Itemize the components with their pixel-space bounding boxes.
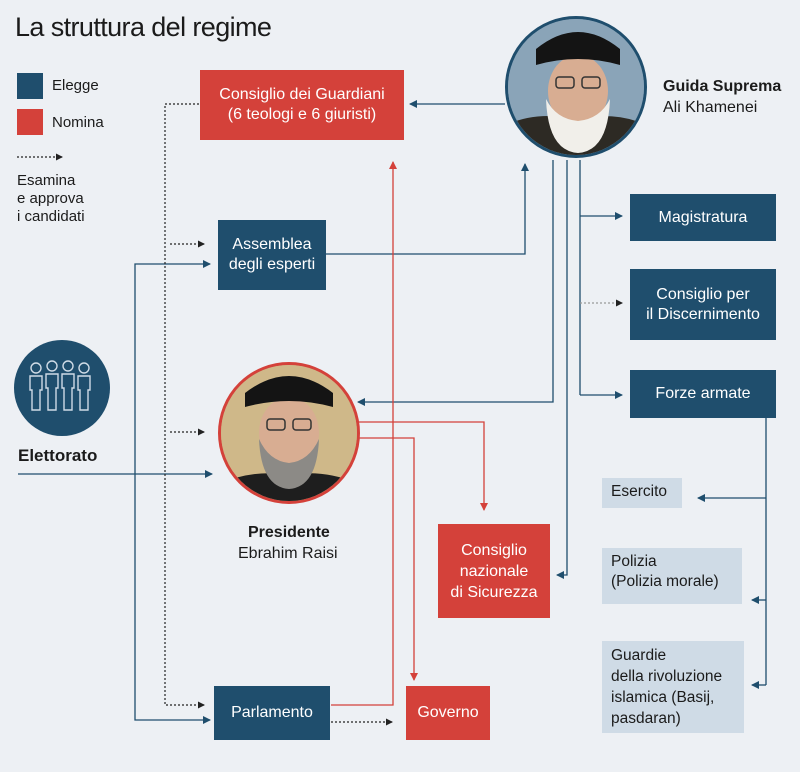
presidente-portrait <box>218 362 360 504</box>
legend-elegge-swatch <box>17 73 43 99</box>
presidente-name: Ebrahim Raisi <box>238 545 338 562</box>
guardie-line: Guardie <box>611 647 667 664</box>
parlamento-box: Parlamento <box>214 686 330 740</box>
governo-box: Governo <box>406 686 490 740</box>
presidente-role: Presidente <box>248 524 330 541</box>
polizia-box: Polizia (Polizia morale) <box>602 548 742 604</box>
discernimento-line: il Discernimento <box>646 305 760 323</box>
guida-portrait-image <box>508 19 644 155</box>
guida-portrait <box>505 16 647 158</box>
discernimento-box: Consiglio per il Discernimento <box>630 269 776 340</box>
consiglio-guardiani-line: (6 teologi e 6 giuristi) <box>227 106 377 123</box>
guardie-line: islamica (Basij, <box>611 689 715 706</box>
guardie-line: pasdaran) <box>611 710 681 727</box>
magistratura-box: Magistratura <box>630 194 776 241</box>
polizia-line: Polizia <box>611 553 657 570</box>
polizia-line: (Polizia morale) <box>611 573 719 590</box>
guardie-box: Guardie della rivoluzione islamica (Basij,… <box>602 641 744 733</box>
consiglio-guardiani-line: Consiglio dei Guardiani <box>219 86 385 103</box>
assemblea-box: Assemblea degli esperti <box>218 220 326 290</box>
legend-nomina-label: Nomina <box>52 114 104 131</box>
guida-name: Ali Khamenei <box>663 99 758 116</box>
legend-nomina-swatch <box>17 109 43 135</box>
legend-esamina-line: i candidati <box>17 208 85 225</box>
people-group-icon <box>14 340 110 436</box>
consiglio-sicurezza-line: nazionale <box>459 562 529 580</box>
presidente-portrait-image <box>221 365 357 501</box>
assemblea-line: degli esperti <box>228 256 316 273</box>
guardie-line: della rivoluzione <box>611 668 723 685</box>
elettorato-label: Elettorato <box>18 446 98 465</box>
forze-armate-box: Forze armate <box>630 370 776 418</box>
consiglio-sicurezza-box: Consiglio nazionale di Sicurezza <box>438 524 550 618</box>
legend-esamina-label: Esamina e approva i candidati <box>17 172 85 226</box>
esercito-box: Esercito <box>602 478 682 508</box>
consiglio-sicurezza-line: Consiglio <box>461 541 527 559</box>
assemblea-line: Assemblea <box>232 236 312 253</box>
consiglio-guardiani-box: Consiglio dei Guardiani (6 teologi e 6 gi… <box>200 70 404 140</box>
page-title: La struttura del regime <box>15 12 272 42</box>
guida-role: Guida Suprema <box>663 78 782 95</box>
legend-esamina-line: Esamina <box>17 172 76 189</box>
consiglio-sicurezza-line: di Sicurezza <box>450 583 538 601</box>
legend-elegge-label: Elegge <box>52 77 99 94</box>
discernimento-line: Consiglio per <box>656 285 750 303</box>
legend-esamina-line: e approva <box>17 190 84 207</box>
